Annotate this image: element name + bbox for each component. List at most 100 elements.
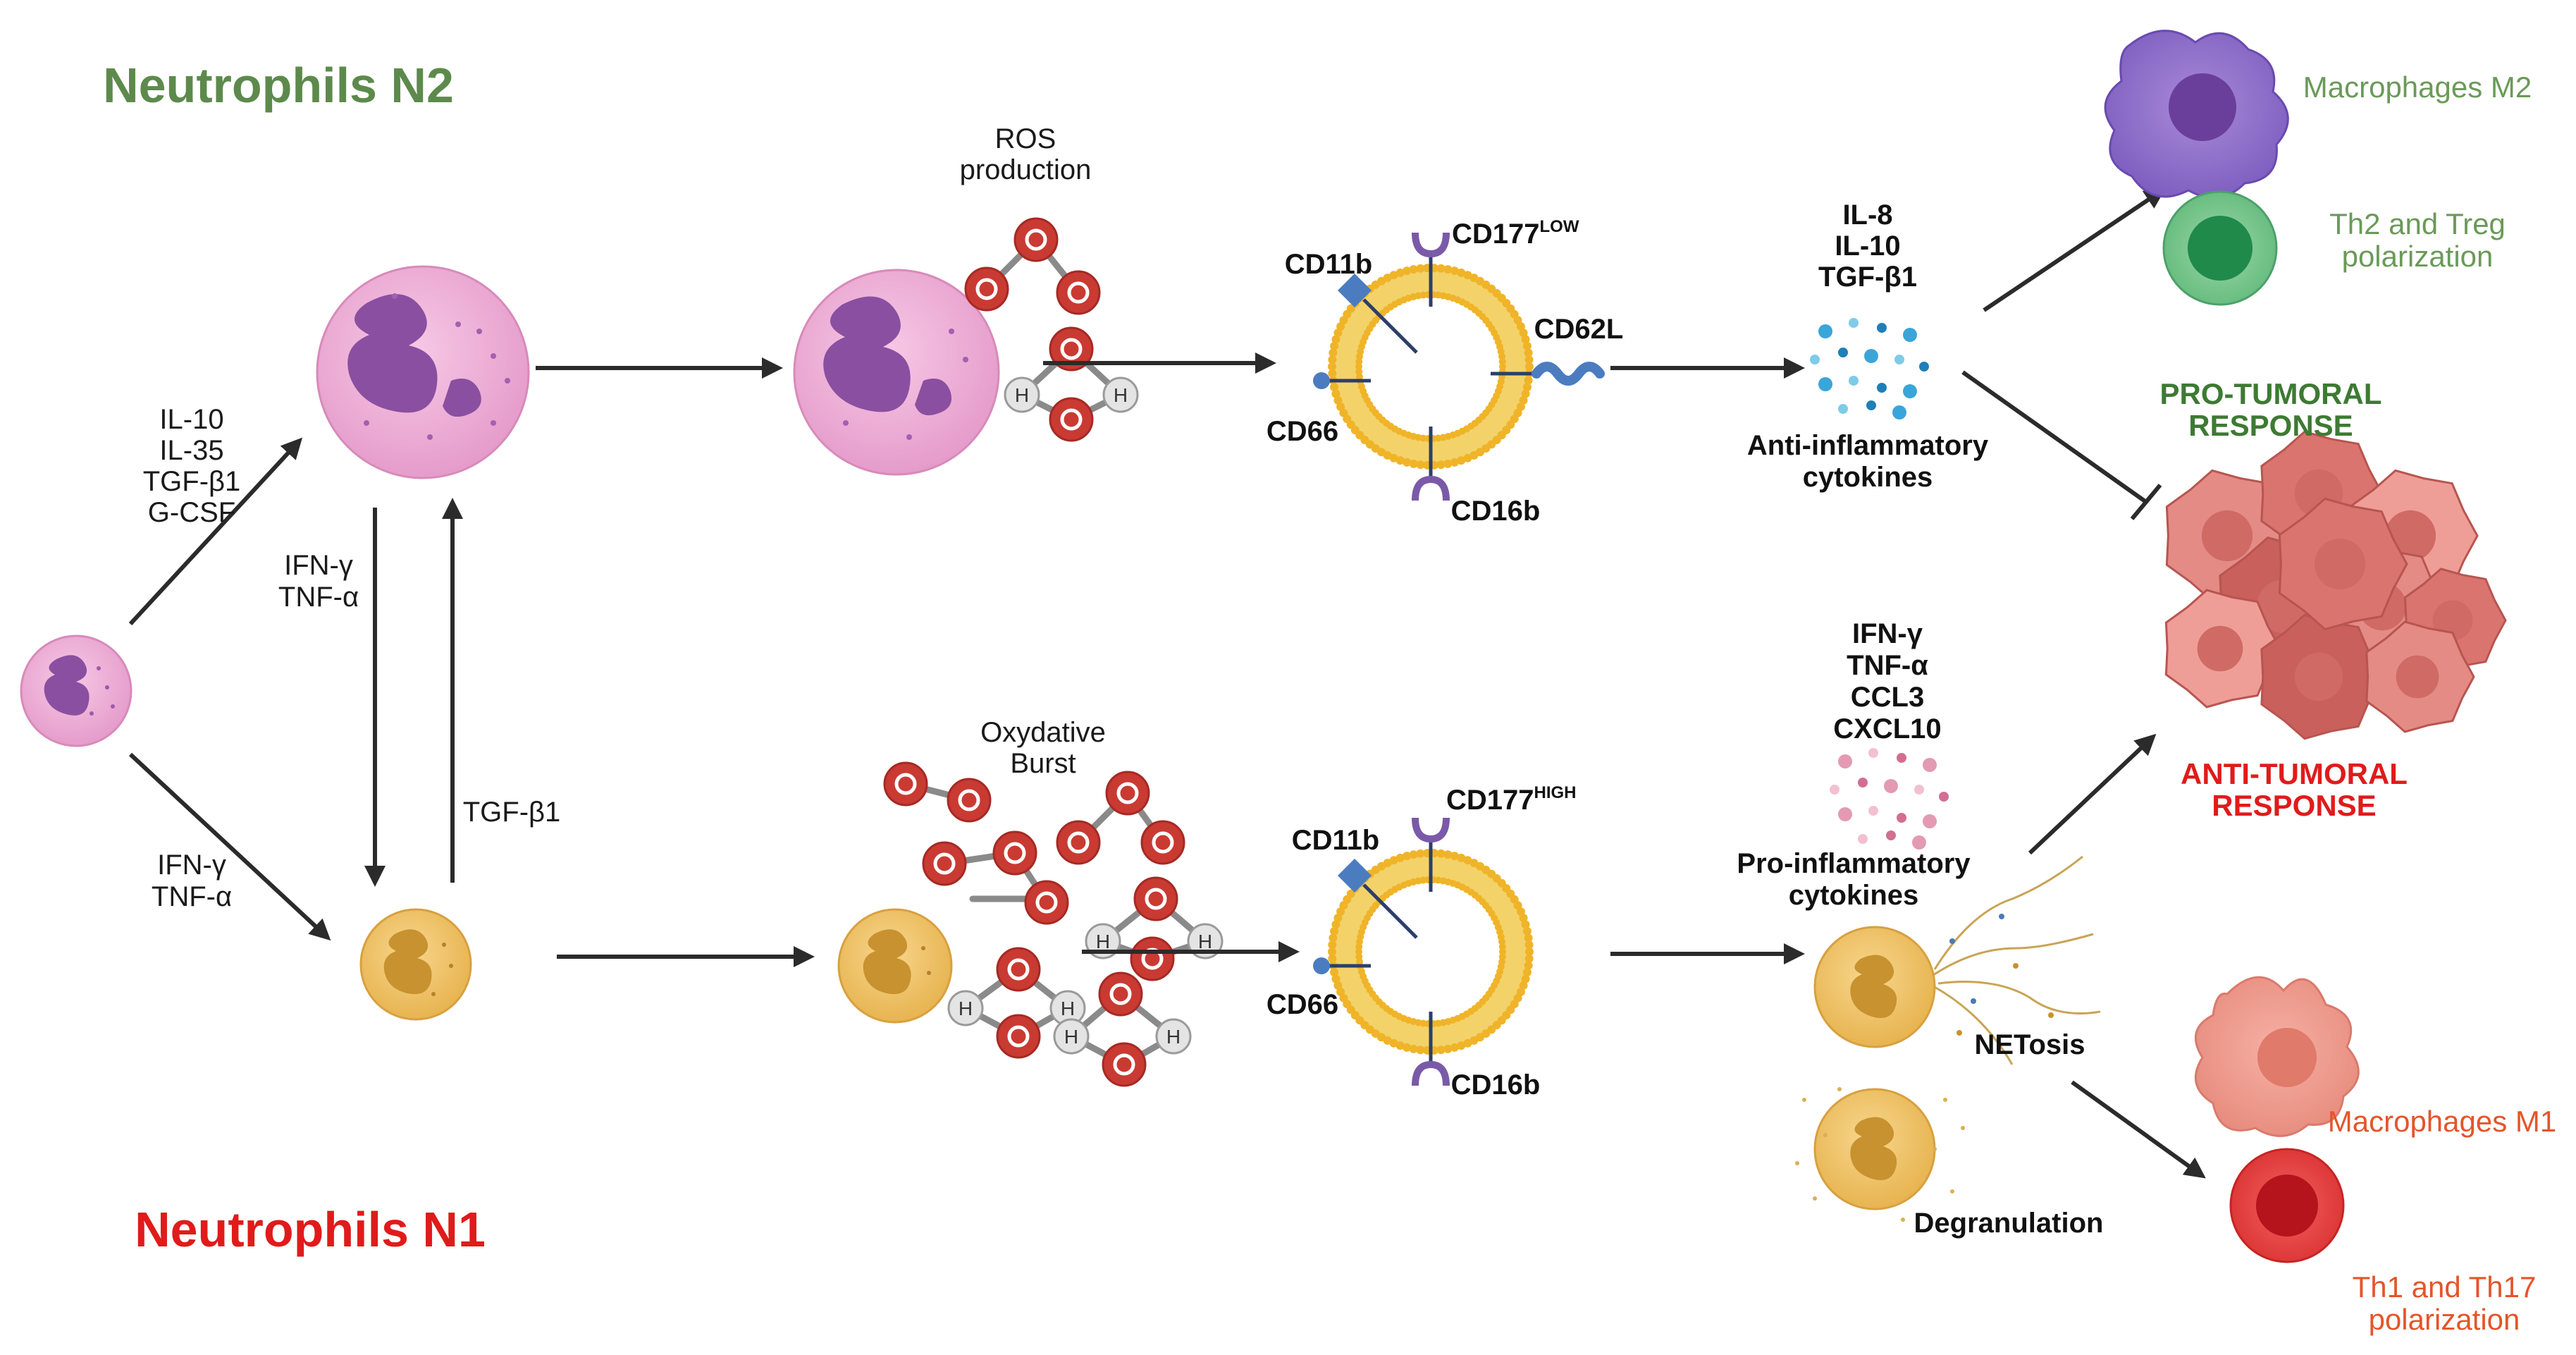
hydrogen-letter: H	[1061, 998, 1075, 1019]
macrophages-m1-label: Macrophages M1	[2328, 1105, 2557, 1138]
cytokine-dot	[1868, 806, 1878, 816]
pro-inflammatory-cytokine-list: IFN-γ TNF-α CCL3 CXCL10	[1833, 618, 1941, 744]
cd16b-receptor	[1412, 427, 1450, 501]
pro-tumoral-response-label: PRO-TUMORAL RESPONSE	[2160, 377, 2382, 442]
cd177-text: CD177	[1452, 219, 1540, 250]
oxygen-atom	[1056, 820, 1101, 865]
cytokine-dot	[1923, 814, 1937, 828]
cytokine-dot	[1849, 318, 1859, 328]
ros-production-label: ROS production	[960, 123, 1092, 185]
n2-cd66-label: CD66	[1267, 416, 1338, 447]
tumor-cell	[2278, 497, 2408, 631]
oxygen-atom	[1056, 270, 1101, 315]
cytokine-dot	[1919, 362, 1929, 372]
n2-cd62l-label: CD62L	[1534, 314, 1624, 345]
cytokine-dot	[1877, 383, 1887, 393]
macrophage-m1-cell	[2194, 976, 2360, 1137]
oxygen-atom	[996, 1014, 1041, 1059]
cytokine-name: CCL3	[1851, 682, 1924, 713]
cytokine-dot	[1838, 348, 1848, 357]
degranulation-label: Degranulation	[1914, 1208, 2104, 1239]
anti-line: RESPONSE	[2212, 789, 2376, 822]
th1-line: Th1 and Th17	[2353, 1270, 2537, 1304]
n2-cd16b-label: CD16b	[1451, 496, 1541, 527]
cytokine-name: CXCL10	[1833, 713, 1941, 744]
cytokine-dot	[1892, 405, 1906, 419]
n1-cd16b-label: CD16b	[1451, 1069, 1541, 1100]
cytokine-dot	[1810, 355, 1820, 364]
degranulation-cell	[1795, 1087, 1965, 1222]
oxygen-atom	[1105, 771, 1150, 816]
n2-ros-neutrophil-cell	[793, 269, 1000, 476]
n1-surface-marker-membrane	[1313, 817, 1534, 1086]
tumor-cell	[2260, 613, 2384, 740]
nucleus-shape	[44, 655, 90, 716]
oxygen-atom	[1049, 326, 1094, 372]
cytokine-dot	[1897, 813, 1906, 823]
nucleus-shape	[823, 296, 911, 412]
n1-cd66-label: CD66	[1267, 989, 1338, 1020]
anti-tumoral-response-label: ANTI-TUMORAL RESPONSE	[2181, 757, 2408, 822]
pro-line: PRO-TUMORAL	[2160, 377, 2382, 410]
cd177-superscript: LOW	[1540, 217, 1579, 236]
hydrogen-letter: H	[1096, 931, 1110, 952]
stimulus-line: TGF-β1	[143, 466, 241, 497]
arrow-to-m1-outcomes	[2071, 1080, 2206, 1179]
stimuli-n2-to-n1-label: IFN-γ TNF-α	[278, 550, 359, 613]
cytokine-dot	[1858, 778, 1868, 787]
oxygen-atom	[922, 841, 967, 886]
flow-arrows	[128, 188, 2206, 1179]
n2-title: Neutrophils N2	[103, 58, 454, 113]
oxydative-burst-label: Oxydative Burst	[980, 717, 1106, 779]
oxygen-atom	[992, 830, 1037, 876]
arrow-naive-to-n1	[128, 752, 331, 941]
pro-line: RESPONSE	[2188, 409, 2353, 442]
th2-line: Th2 and Treg	[2329, 207, 2506, 240]
cd66-receptor	[1313, 372, 1371, 389]
netosis-label: NETosis	[1974, 1029, 2085, 1060]
anti-inflammatory-cytokines-label: Anti-inflammatory cytokines	[1747, 430, 1989, 493]
cd62l-receptor	[1491, 362, 1605, 386]
n1-neutrophil-cell	[359, 908, 472, 1021]
arrow-to-m2-outcomes	[1983, 188, 2166, 312]
cytokine-label-line: cytokines	[1789, 880, 1919, 911]
nucleus-shape	[347, 294, 438, 413]
macrophages-m2-label: Macrophages M2	[2303, 70, 2532, 104]
n1-title: Neutrophils N1	[135, 1202, 486, 1257]
cytokine-label-line: Pro-inflammatory	[1737, 848, 1971, 879]
cytokine-dot	[1858, 834, 1868, 844]
oxygen-atom	[1098, 971, 1143, 1017]
th2-treg-label: Th2 and Treg polarization	[2329, 207, 2506, 273]
cytokine-name: IFN-γ	[1852, 618, 1923, 649]
cytokine-dot	[1914, 785, 1924, 795]
hydrogen-letter: H	[1114, 384, 1128, 406]
hydrogen-atom: H	[947, 990, 984, 1026]
oxygen-atom	[947, 778, 992, 823]
cytokine-dot	[1903, 384, 1917, 398]
cytokine-dot	[1864, 349, 1878, 363]
cytokine-name: TNF-α	[1847, 650, 1928, 681]
nucleus-shape	[863, 929, 911, 995]
cytokine-dot	[1818, 377, 1832, 391]
oxygen-atom	[1024, 880, 1069, 925]
oxygen-atom	[996, 947, 1041, 992]
stimulus-line: IL-35	[159, 435, 223, 466]
cytokine-dot	[1868, 748, 1878, 758]
cytokine-label-line: Anti-inflammatory	[1747, 430, 1989, 461]
stimulus-line: IL-10	[159, 404, 223, 435]
th1-th17-cell	[2229, 1148, 2345, 1263]
oxygen-atom	[1133, 876, 1178, 921]
th1-th17-label: Th1 and Th17 polarization	[2353, 1270, 2537, 1336]
stimulus-line: TNF-α	[152, 881, 232, 912]
n1-cd11b-label: CD11b	[1292, 825, 1380, 856]
netosis-cell	[1813, 855, 2101, 1065]
stimuli-to-n2-label: IL-10 IL-35 TGF-β1 G-CSF	[143, 404, 241, 528]
hydrogen-letter: H	[1015, 384, 1029, 406]
n2-surface-marker-membrane	[1313, 232, 1605, 501]
hydrogen-atom: H	[1102, 376, 1139, 413]
hydrogen-atom: H	[1155, 1018, 1192, 1055]
anti-inflammatory-cytokine-dots	[1810, 318, 1929, 419]
naive-neutrophil-cell	[20, 634, 133, 747]
arrow-naive-to-n2	[128, 437, 303, 626]
